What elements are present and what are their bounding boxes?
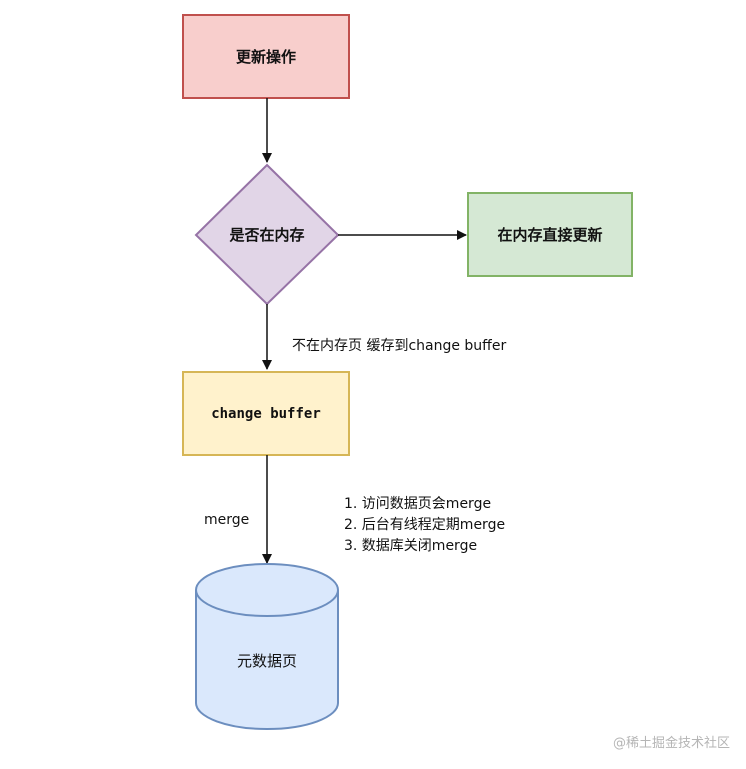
not-in-memory-edge-label: 不在内存页 缓存到change buffer (292, 338, 507, 354)
note-item: 2. 后台有线程定期merge (344, 517, 506, 533)
decision-label: 是否在内存 (229, 226, 305, 244)
update-in-memory-label: 在内存直接更新 (497, 226, 603, 244)
change-buffer-label: change buffer (211, 405, 321, 422)
merge-edge-label: merge (204, 512, 250, 528)
change-buffer-box (182, 371, 350, 456)
update-op-box (182, 14, 350, 99)
update-op-label: 更新操作 (235, 48, 296, 66)
data-page-cylinder (195, 563, 339, 730)
update-in-memory-box (467, 192, 633, 277)
note-item: 3. 数据库关闭merge (344, 538, 478, 554)
merge-trigger-notes: 1. 访问数据页会merge 2. 后台有线程定期merge 3. 数据库关闭m… (344, 494, 505, 557)
watermark: @稀土掘金技术社区 (612, 736, 730, 751)
data-page-label: 元数据页 (236, 651, 297, 670)
note-item: 1. 访问数据页会merge (344, 496, 492, 512)
